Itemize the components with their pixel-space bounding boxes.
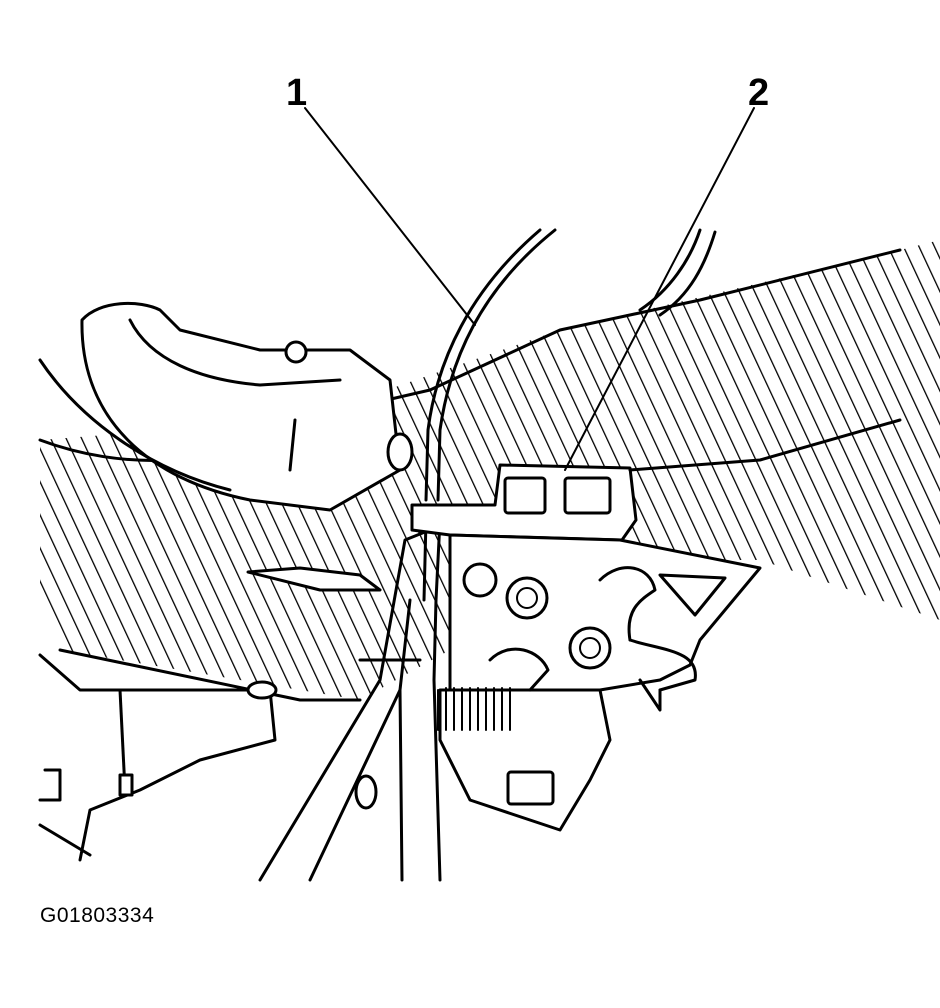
support-strut	[258, 528, 432, 882]
bolt-head-icon	[284, 340, 308, 364]
fender-housing	[38, 301, 414, 512]
figure-id: G01803334	[40, 904, 155, 927]
latch-spring	[437, 687, 511, 731]
callout-label-2: 2	[748, 72, 770, 114]
leader-line-1	[304, 107, 476, 326]
release-cable	[422, 228, 557, 882]
pivot-bolt-icon	[462, 562, 498, 598]
lower-frame	[38, 653, 278, 862]
leader-line-2	[564, 107, 755, 471]
callout-label-1: 1	[286, 72, 308, 114]
bracket-tab	[246, 566, 382, 592]
cable-end	[638, 228, 702, 312]
hood-latch	[410, 463, 762, 832]
beam-edge	[628, 418, 902, 472]
